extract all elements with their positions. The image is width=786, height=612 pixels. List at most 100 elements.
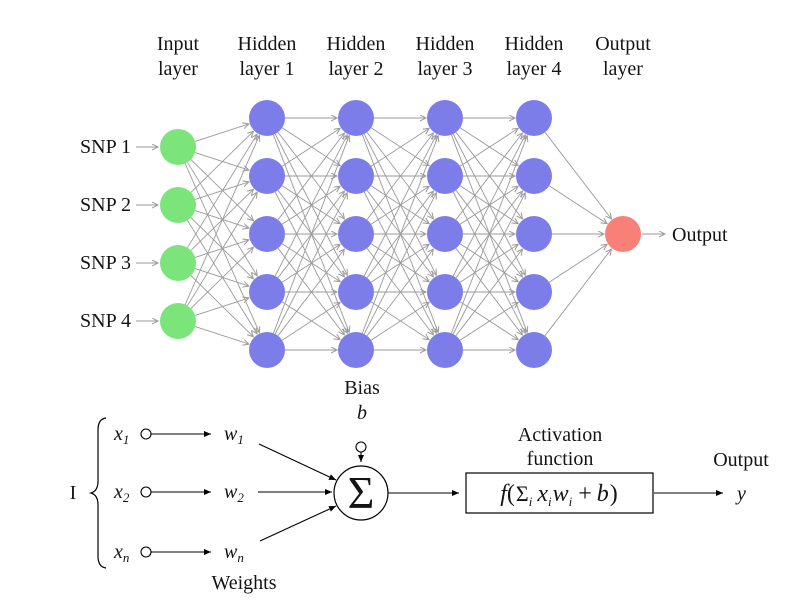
hidden-node: [338, 274, 374, 310]
header-hidden-layer-4: Hidden: [505, 33, 564, 55]
header-hidden-layer-4: layer 4: [507, 58, 562, 80]
header-input-layer: layer: [158, 58, 198, 80]
hidden-node: [249, 274, 285, 310]
output-node: [605, 216, 641, 252]
layer-headers: Input layer Hidden layer 1 Hidden layer …: [157, 33, 651, 80]
input-node: [160, 129, 196, 165]
hidden-node: [516, 332, 552, 368]
bias-terminal-circle: [355, 441, 367, 453]
input-terminal-circle: [140, 428, 152, 440]
network-edge: [370, 127, 429, 166]
neuron-output-label: Output: [713, 449, 769, 471]
hidden-node: [516, 216, 552, 252]
network-edge: [194, 124, 249, 142]
network-edge: [277, 249, 344, 336]
network-edge: [194, 326, 249, 345]
network-edge: [544, 249, 611, 336]
network-edge: [184, 135, 259, 305]
network-edge: [190, 131, 254, 193]
bias-label: Bias: [344, 377, 380, 399]
input-labels: SNP 1 SNP 2 SNP 3 SNP 4: [80, 136, 131, 332]
hidden-node: [338, 100, 374, 136]
activation-label: Activation: [518, 424, 602, 446]
header-hidden-layer-3: layer 3: [418, 58, 473, 80]
network-nodes-group: [160, 100, 641, 368]
network-edge: [274, 135, 347, 277]
header-output-layer: layer: [603, 58, 643, 80]
network-edge: [194, 152, 249, 171]
network-edge: [190, 247, 254, 309]
hidden-node: [338, 332, 374, 368]
input-node: [160, 245, 196, 281]
network-edge: [455, 133, 522, 220]
network-edge: [459, 128, 518, 167]
network-edge: [281, 185, 340, 224]
input-terminal-circle: [140, 486, 152, 498]
network-edge: [366, 133, 433, 220]
network-edge: [452, 193, 525, 335]
input-brace: [88, 417, 107, 569]
neuron-output-symbol: y: [735, 483, 746, 505]
network-edge: [366, 249, 433, 336]
network-edge: [459, 302, 518, 341]
hidden-node: [427, 332, 463, 368]
network-edge: [281, 128, 340, 167]
network-edge: [370, 185, 429, 224]
activation-function-box: [465, 472, 654, 514]
hidden-node: [427, 100, 463, 136]
network-edge: [281, 243, 340, 282]
input-xn: xn: [113, 541, 129, 565]
weight-wn: wn: [224, 541, 244, 565]
weight-line-1: [258, 443, 337, 481]
network-edge: [363, 135, 436, 277]
network-edge: [452, 135, 525, 277]
input-set-label: I: [70, 482, 77, 504]
input-x1: x1: [113, 423, 129, 447]
network-edges-group: [136, 118, 665, 350]
network-edge: [544, 132, 611, 219]
network-edge: [459, 243, 518, 282]
sum-node: [333, 465, 389, 521]
network-edge: [363, 193, 436, 335]
header-hidden-layer-2: Hidden: [327, 33, 386, 55]
network-edge: [548, 185, 607, 224]
input-node: [160, 187, 196, 223]
network-edge: [187, 192, 257, 306]
hidden-node: [338, 216, 374, 252]
network-edge: [455, 249, 522, 336]
input-x2: x2: [113, 481, 130, 505]
weight-w2: w2: [224, 481, 244, 505]
hidden-node: [338, 158, 374, 194]
network-edge: [274, 193, 347, 335]
network-edge: [281, 302, 340, 341]
hidden-node: [249, 332, 285, 368]
hidden-node: [427, 274, 463, 310]
input-label-snp1: SNP 1: [80, 136, 131, 158]
network-edge: [194, 210, 249, 229]
network-edge: [459, 185, 518, 224]
network-edge: [281, 127, 340, 166]
network-edge: [370, 128, 429, 167]
network-edge: [370, 302, 429, 341]
network-edge: [187, 134, 257, 248]
input-label-snp2: SNP 2: [80, 194, 131, 216]
hidden-node: [516, 274, 552, 310]
network-edge: [281, 301, 340, 340]
bias-symbol: b: [357, 402, 367, 424]
weight-line-n: [259, 505, 337, 542]
network-edge: [370, 301, 429, 340]
hidden-node: [516, 100, 552, 136]
input-label-snp4: SNP 4: [80, 310, 131, 332]
network-edge: [450, 136, 527, 334]
hidden-node: [249, 216, 285, 252]
network-edge: [548, 244, 607, 283]
hidden-node: [427, 158, 463, 194]
network-edge: [361, 136, 438, 334]
network-edge: [459, 127, 518, 166]
header-input-layer: Input: [157, 33, 200, 55]
network-edge: [277, 133, 344, 220]
hidden-node: [249, 100, 285, 136]
